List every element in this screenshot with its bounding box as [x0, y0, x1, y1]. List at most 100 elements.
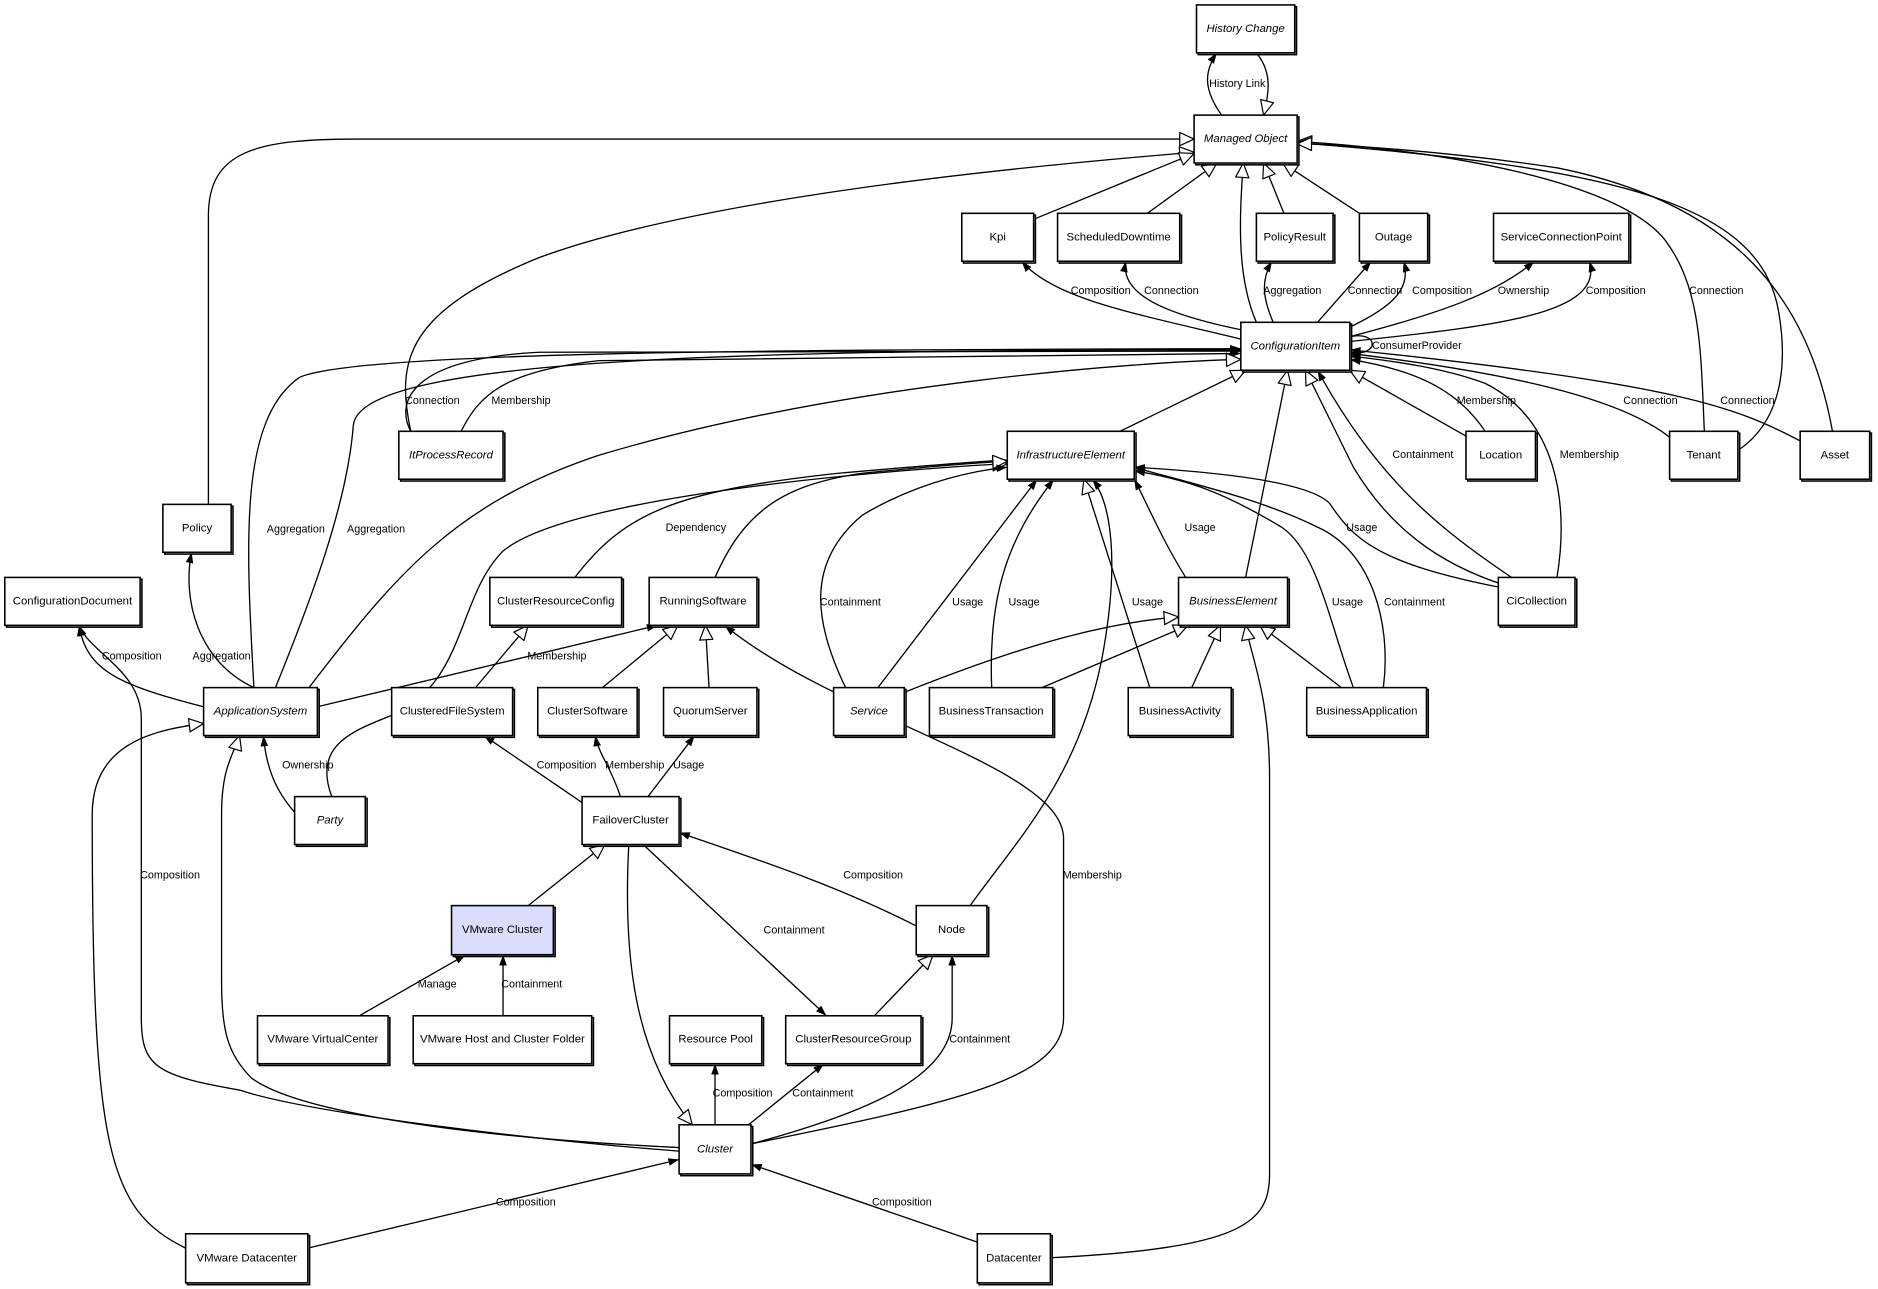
edge-label: Manage — [418, 978, 457, 990]
node-label: Tenant — [1687, 449, 1722, 461]
class-node-asset[interactable]: Asset — [1799, 430, 1873, 482]
node-box — [1358, 212, 1429, 263]
class-node-location[interactable]: Location — [1465, 430, 1539, 482]
edge-label: Aggregation — [193, 650, 251, 662]
class-node-clusterresourceconfig[interactable]: ClusterResourceConfig — [489, 576, 625, 628]
edge-history-change-to-managed-object — [1255, 52, 1268, 115]
generalization-arrow — [1084, 479, 1151, 688]
edge-label: Connection — [1623, 395, 1677, 407]
association-arrow — [1021, 260, 1241, 340]
class-node-applicationsystem[interactable]: ApplicationSystem — [202, 686, 320, 739]
class-node-service[interactable]: Service — [832, 686, 907, 739]
class-node-tenant[interactable]: Tenant — [1668, 430, 1741, 482]
node-box — [960, 212, 1035, 263]
generalization-arrow — [207, 139, 1194, 505]
association-arrow — [1134, 466, 1386, 688]
node-label: ClusterResourceConfig — [497, 595, 614, 607]
node-label: Node — [938, 924, 965, 936]
class-node-failovercluster[interactable]: FailoverCluster — [581, 795, 682, 848]
generalization-arrow — [1244, 370, 1288, 578]
node-label: ScheduledDowntime — [1067, 231, 1171, 243]
edge-label: Composition — [537, 759, 597, 771]
edge-label: Usage — [673, 759, 704, 771]
class-node-vmware-cluster[interactable]: VMware Cluster — [450, 904, 556, 958]
class-node-scheduleddowntime[interactable]: ScheduledDowntime — [1056, 212, 1183, 264]
class-node-serviceconnectionpoint[interactable]: ServiceConnectionPoint — [1492, 212, 1632, 264]
edge-label: Connection — [405, 395, 459, 407]
edge-label: Ownership — [282, 759, 333, 771]
generalization-arrow — [626, 844, 692, 1125]
edge-businessapplication-to-businesselement — [1260, 625, 1342, 689]
node-box — [1177, 576, 1289, 627]
association-arrow — [642, 844, 827, 1017]
class-node-cicollection[interactable]: CiCollection — [1497, 576, 1578, 628]
edge-configurationitem-to-outage: Composition — [1349, 261, 1472, 328]
class-node-clusteredfilesystem[interactable]: ClusteredFileSystem — [390, 686, 516, 739]
class-node-runningsoftware[interactable]: RunningSoftware — [648, 576, 760, 628]
generalization-arrow — [326, 464, 1008, 797]
class-node-cluster[interactable]: Cluster — [678, 1124, 754, 1177]
association-arrow — [1349, 260, 1535, 338]
generalization-arrow — [714, 461, 1007, 578]
association-arrow — [1134, 468, 1355, 688]
edge-label: Containment — [501, 978, 562, 990]
node-label: FailoverCluster — [592, 815, 669, 827]
node-label: VMware Datacenter — [197, 1252, 298, 1264]
class-node-vmware-host-and-cluster-folder[interactable]: VMware Host and Cluster Folder — [412, 1015, 595, 1067]
class-node-vmware-datacenter[interactable]: VMware Datacenter — [184, 1232, 311, 1286]
edge-label: Aggregation — [267, 523, 325, 535]
association-arrow — [574, 456, 1008, 578]
class-node-outage[interactable]: Outage — [1358, 212, 1431, 264]
association-arrow — [1349, 347, 1801, 442]
generalization-arrow — [308, 359, 1241, 689]
node-box — [1492, 212, 1630, 263]
node-label: Party — [317, 815, 345, 827]
class-node-infrastructureelement[interactable]: InfrastructureElement — [1006, 430, 1137, 482]
class-node-policyresult[interactable]: PolicyResult — [1255, 212, 1336, 264]
class-node-resource-pool[interactable]: Resource Pool — [668, 1015, 765, 1067]
edge-label: Usage — [1008, 596, 1039, 608]
edge-configurationitem-to-serviceconnectionpoint: Composition — [1349, 261, 1646, 343]
edge-failovercluster-to-cluster — [626, 844, 692, 1125]
edge-managed-object-to-history-change: History Link — [1206, 52, 1266, 116]
class-node-datacenter[interactable]: Datacenter — [976, 1232, 1053, 1286]
generalization-arrow — [1350, 370, 1467, 437]
association-arrow — [990, 478, 1055, 688]
class-node-history-change[interactable]: History Change — [1195, 4, 1298, 56]
node-label: Location — [1479, 449, 1522, 461]
node-label: CiCollection — [1506, 595, 1567, 607]
class-node-vmware-virtualcenter[interactable]: VMware VirtualCenter — [256, 1015, 391, 1067]
class-node-quorumserver[interactable]: QuorumServer — [662, 686, 760, 739]
association-arrow — [1133, 478, 1187, 578]
node-box — [256, 1015, 389, 1065]
association-arrow — [820, 464, 1008, 688]
class-node-businessactivity[interactable]: BusinessActivity — [1127, 686, 1234, 739]
class-node-businessapplication[interactable]: BusinessApplication — [1305, 686, 1430, 739]
edge-itprocessrecord-to-configurationitem: Connection — [405, 347, 1241, 432]
class-node-businesselement[interactable]: BusinessElement — [1177, 576, 1291, 628]
association-arrow — [969, 478, 1113, 906]
edge-configurationitem-to-configurationitem: ConsumerProvider — [1349, 335, 1462, 358]
edge-itprocessrecord-to-managed-object — [404, 152, 1195, 432]
class-node-clustersoftware[interactable]: ClusterSoftware — [536, 686, 640, 739]
class-node-businesstransaction[interactable]: BusinessTransaction — [928, 686, 1056, 739]
class-node-kpi[interactable]: Kpi — [960, 212, 1037, 264]
edge-party-to-applicationsystem: Ownership — [260, 735, 334, 813]
class-node-itprocessrecord[interactable]: ItProcessRecord — [398, 430, 506, 482]
class-node-managed-object[interactable]: Managed Object — [1193, 114, 1300, 166]
node-label: InfrastructureElement — [1016, 449, 1125, 461]
class-node-party[interactable]: Party — [293, 795, 368, 848]
class-node-clusterresourcegroup[interactable]: ClusterResourceGroup — [784, 1015, 924, 1067]
node-box — [668, 1015, 763, 1065]
class-node-node[interactable]: Node — [915, 904, 990, 958]
edge-failovercluster-to-clusterresourcegroup: Containment — [642, 844, 827, 1017]
edge-label: Aggregation — [347, 523, 405, 535]
node-label: VMware Host and Cluster Folder — [420, 1034, 585, 1046]
node-label: BusinessActivity — [1139, 706, 1221, 718]
class-node-configurationitem[interactable]: ConfigurationItem — [1240, 321, 1353, 373]
class-node-configurationdocument[interactable]: ConfigurationDocument — [4, 576, 143, 628]
edge-cluster-to-applicationsystem — [220, 736, 680, 1149]
node-box — [1240, 321, 1351, 372]
edge-label: Containment — [949, 1034, 1010, 1046]
class-node-policy[interactable]: Policy — [162, 503, 234, 555]
